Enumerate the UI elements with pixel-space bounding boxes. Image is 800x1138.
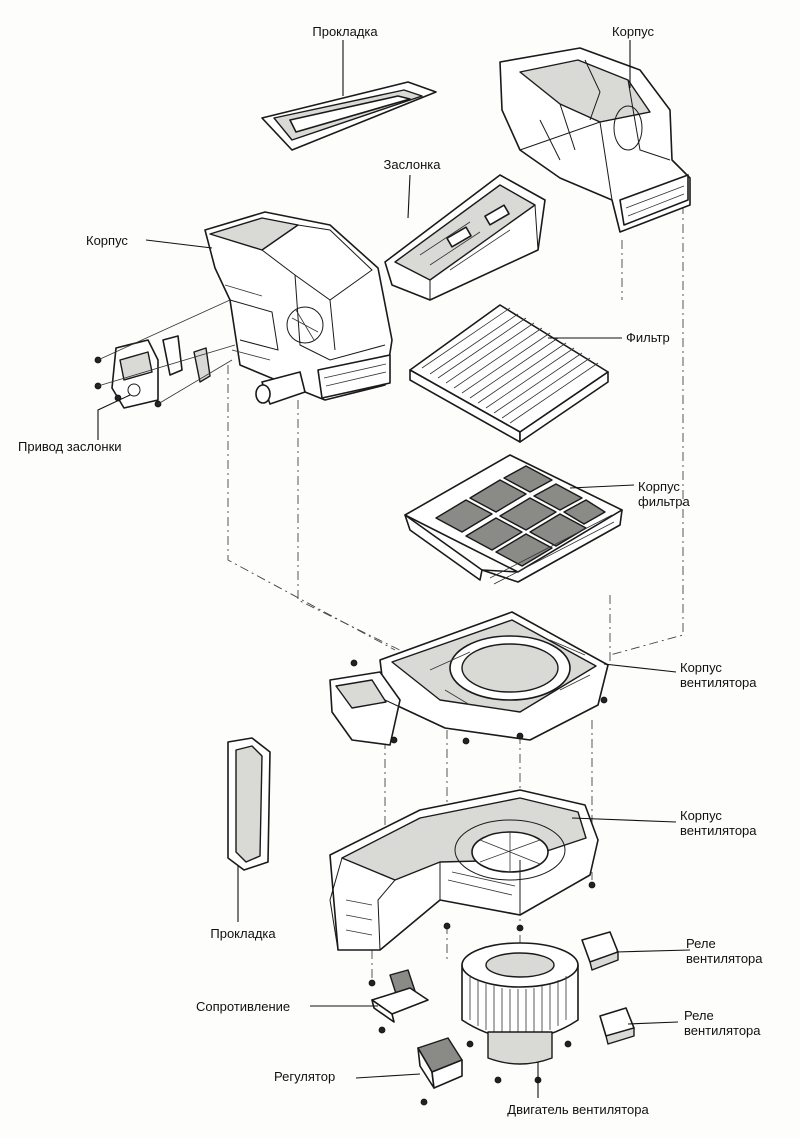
label-filter-housing-line2: фильтра — [638, 494, 690, 509]
leader-lines — [97, 40, 691, 1098]
label-fan-housing-lower-line2: вентилятора — [680, 823, 757, 838]
label-regulator: Регулятор — [274, 1069, 336, 1084]
label-fan-relay-2-line1: Реле — [684, 1008, 714, 1023]
resistor-part — [371, 969, 429, 1034]
label-resistor: Сопротивление — [196, 999, 291, 1014]
filter-housing-part — [404, 454, 623, 585]
filter-part — [409, 304, 609, 443]
fan-relay-2-part — [599, 1007, 635, 1045]
top-right-housing-part — [499, 47, 691, 233]
lower-fan-housing-part — [329, 789, 599, 951]
label-fan-housing-lower: Корпус вентилятора — [680, 808, 757, 838]
label-flap: Заслонка — [383, 157, 441, 172]
label-gasket-bottom: Прокладка — [210, 926, 276, 941]
label-fan-housing-upper: Корпус вентилятора — [680, 660, 757, 690]
label-flap-actuator: Привод заслонки — [18, 439, 122, 454]
label-fan-housing-lower-line1: Корпус — [680, 808, 722, 823]
label-filter-housing: Корпус фильтра — [638, 479, 690, 509]
top-gasket-part — [261, 81, 437, 151]
filter-pleats — [421, 307, 599, 424]
label-fan-relay-1-line1: Реле — [686, 936, 716, 951]
regulator-part — [417, 1037, 463, 1106]
left-housing-part — [204, 211, 393, 405]
bottom-gasket-part — [227, 737, 271, 871]
label-fan-motor: Двигатель вентилятора — [507, 1102, 649, 1117]
label-fan-relay-1: Реле вентилятора — [686, 936, 763, 966]
label-fan-relay-2: Реле вентилятора — [684, 1008, 761, 1038]
fan-motor-part — [461, 942, 579, 1065]
label-housing-left: Корпус — [86, 233, 128, 248]
label-fan-housing-upper-line2: вентилятора — [680, 675, 757, 690]
label-fan-housing-upper-line1: Корпус — [680, 660, 722, 675]
fan-blades — [469, 975, 567, 1036]
label-gasket-top: Прокладка — [312, 24, 378, 39]
label-fan-relay-1-line2: вентилятора — [686, 951, 763, 966]
label-housing-top-right: Корпус — [612, 24, 654, 39]
filter-housing-grid — [435, 465, 606, 567]
upper-fan-housing-part — [329, 611, 609, 746]
flap-part — [384, 174, 546, 301]
label-filter: Фильтр — [626, 330, 670, 345]
label-fan-relay-2-line2: вентилятора — [684, 1023, 761, 1038]
fan-relay-1-part — [581, 931, 619, 971]
flap-actuator-part — [94, 299, 236, 409]
label-filter-housing-line1: Корпус — [638, 479, 680, 494]
